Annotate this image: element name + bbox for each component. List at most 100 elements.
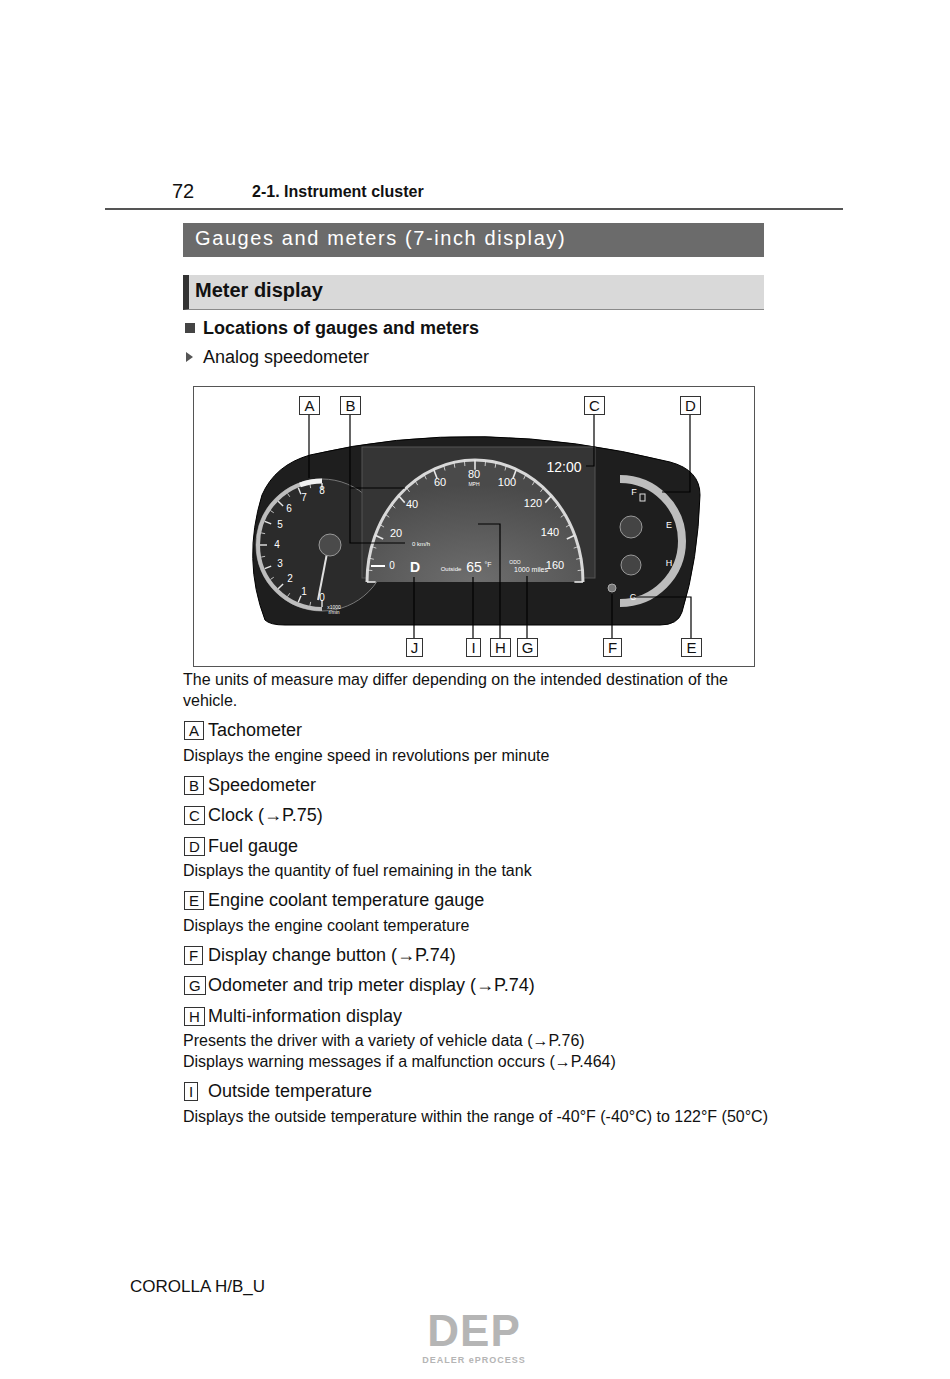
item-name: Clock (→P.75)	[208, 804, 323, 827]
tick-mark	[424, 474, 426, 479]
tach-number: 3	[277, 559, 283, 569]
callout-letter-text: B	[345, 397, 355, 414]
tick-mark	[464, 461, 465, 466]
footer-model: COROLLA H/B_U	[130, 1276, 265, 1298]
subsection-band: Meter display	[183, 275, 764, 310]
temp-mark: H	[666, 559, 673, 568]
tick-mark	[260, 544, 267, 545]
tick-mark	[385, 514, 389, 517]
callout-letter: H	[490, 638, 511, 657]
tick-mark	[485, 461, 486, 466]
item-name: Fuel gauge	[208, 835, 298, 858]
tick-mark	[578, 570, 583, 572]
speed-number: 140	[541, 527, 559, 538]
subheading: Locations of gauges and meters	[203, 317, 479, 340]
tick-mark	[288, 593, 290, 596]
tach-number: 1	[301, 587, 307, 597]
item-name: Tachometer	[208, 719, 302, 742]
tick-mark	[576, 558, 581, 559]
tick-mark	[561, 514, 565, 517]
tick-mark	[288, 493, 290, 496]
header-rule	[105, 208, 843, 210]
callout-letter: G	[184, 976, 206, 995]
note: The units of measure may differ dependin…	[183, 670, 768, 712]
tick-mark	[380, 524, 384, 527]
tach-number: 7	[301, 493, 307, 503]
gear-indicator: D	[410, 560, 420, 574]
callout-letter-text: F	[189, 947, 198, 964]
callout-letter: A	[299, 396, 319, 415]
watermark-logo: DEP	[427, 1309, 520, 1353]
callout-letter: D	[184, 837, 205, 856]
tick-mark	[392, 505, 396, 508]
tick-mark	[495, 462, 497, 467]
tick-mark	[270, 577, 273, 579]
item-description: Displays the engine coolant temperature	[183, 916, 469, 937]
speed-number: 60	[434, 477, 446, 488]
speed-number: 40	[406, 499, 418, 510]
fuel-temp-arc	[620, 479, 682, 603]
callout-letter-text: D	[685, 397, 696, 414]
tach-number: 8	[319, 486, 325, 496]
tachometer-hub	[319, 534, 341, 556]
callout-letter: F	[603, 638, 622, 657]
band-heading: Meter display	[195, 279, 323, 301]
callout-letter-text: A	[189, 722, 199, 739]
tick-mark	[298, 596, 301, 602]
bullet-square	[185, 323, 195, 333]
watermark-text: DEALER ePROCESS	[422, 1356, 526, 1365]
callout-letter: B	[184, 776, 204, 795]
tick-mark	[574, 547, 579, 549]
item-name: Multi-information display	[208, 1005, 402, 1028]
callout-letter-text: B	[189, 777, 199, 794]
callout-letter-text: E	[189, 892, 199, 909]
callout-letter: C	[584, 396, 605, 415]
tick-mark	[524, 474, 526, 479]
callout-letter-text: C	[189, 807, 200, 824]
callout-letter-text: I	[471, 639, 475, 656]
item-name: Engine coolant temperature gauge	[208, 889, 484, 912]
tick-mark	[309, 602, 311, 606]
speed-unit: 0 km/h	[412, 541, 430, 547]
cluster-housing	[253, 437, 700, 625]
tick-mark	[444, 465, 445, 470]
tick-mark	[540, 488, 543, 492]
callout-letter: B	[340, 396, 360, 415]
tick-mark	[372, 547, 377, 549]
tick-mark	[265, 521, 271, 524]
callout-letter-text: D	[189, 838, 200, 855]
tick-mark	[415, 481, 418, 486]
fuel-mark: F	[631, 488, 637, 497]
tach-number: 2	[287, 574, 293, 584]
tick-mark	[545, 496, 551, 503]
callout-letter: F	[184, 946, 203, 965]
section-header: 2-1. Instrument cluster	[252, 182, 424, 203]
callout-letter-text: I	[189, 1083, 193, 1100]
tick-mark	[574, 581, 583, 583]
page-number: 72	[172, 178, 194, 204]
tick-mark	[567, 535, 575, 539]
item-name: Outside temperature	[208, 1080, 372, 1103]
tick-mark	[367, 581, 376, 583]
fuel-mark: E	[666, 521, 672, 530]
tick-mark	[406, 488, 409, 492]
tach-number: 6	[286, 504, 292, 514]
speed-number: 120	[524, 498, 542, 509]
tachometer-ring	[258, 481, 322, 609]
tick-mark	[532, 481, 535, 486]
tick-mark	[453, 462, 455, 467]
callout-letter: G	[517, 638, 539, 657]
callout-letter: A	[184, 721, 204, 740]
tick-mark	[270, 511, 273, 513]
callout-letter: E	[184, 891, 204, 910]
tick-mark	[566, 524, 570, 527]
tick-mark	[369, 558, 374, 559]
temp-unit: °F	[484, 561, 491, 568]
tach-unit: x1000 r/min	[322, 605, 346, 615]
callout-letter-text: J	[411, 639, 419, 656]
callout-letter: I	[184, 1082, 198, 1101]
temp-knob	[621, 555, 641, 575]
callout-letter-text: A	[304, 397, 314, 414]
